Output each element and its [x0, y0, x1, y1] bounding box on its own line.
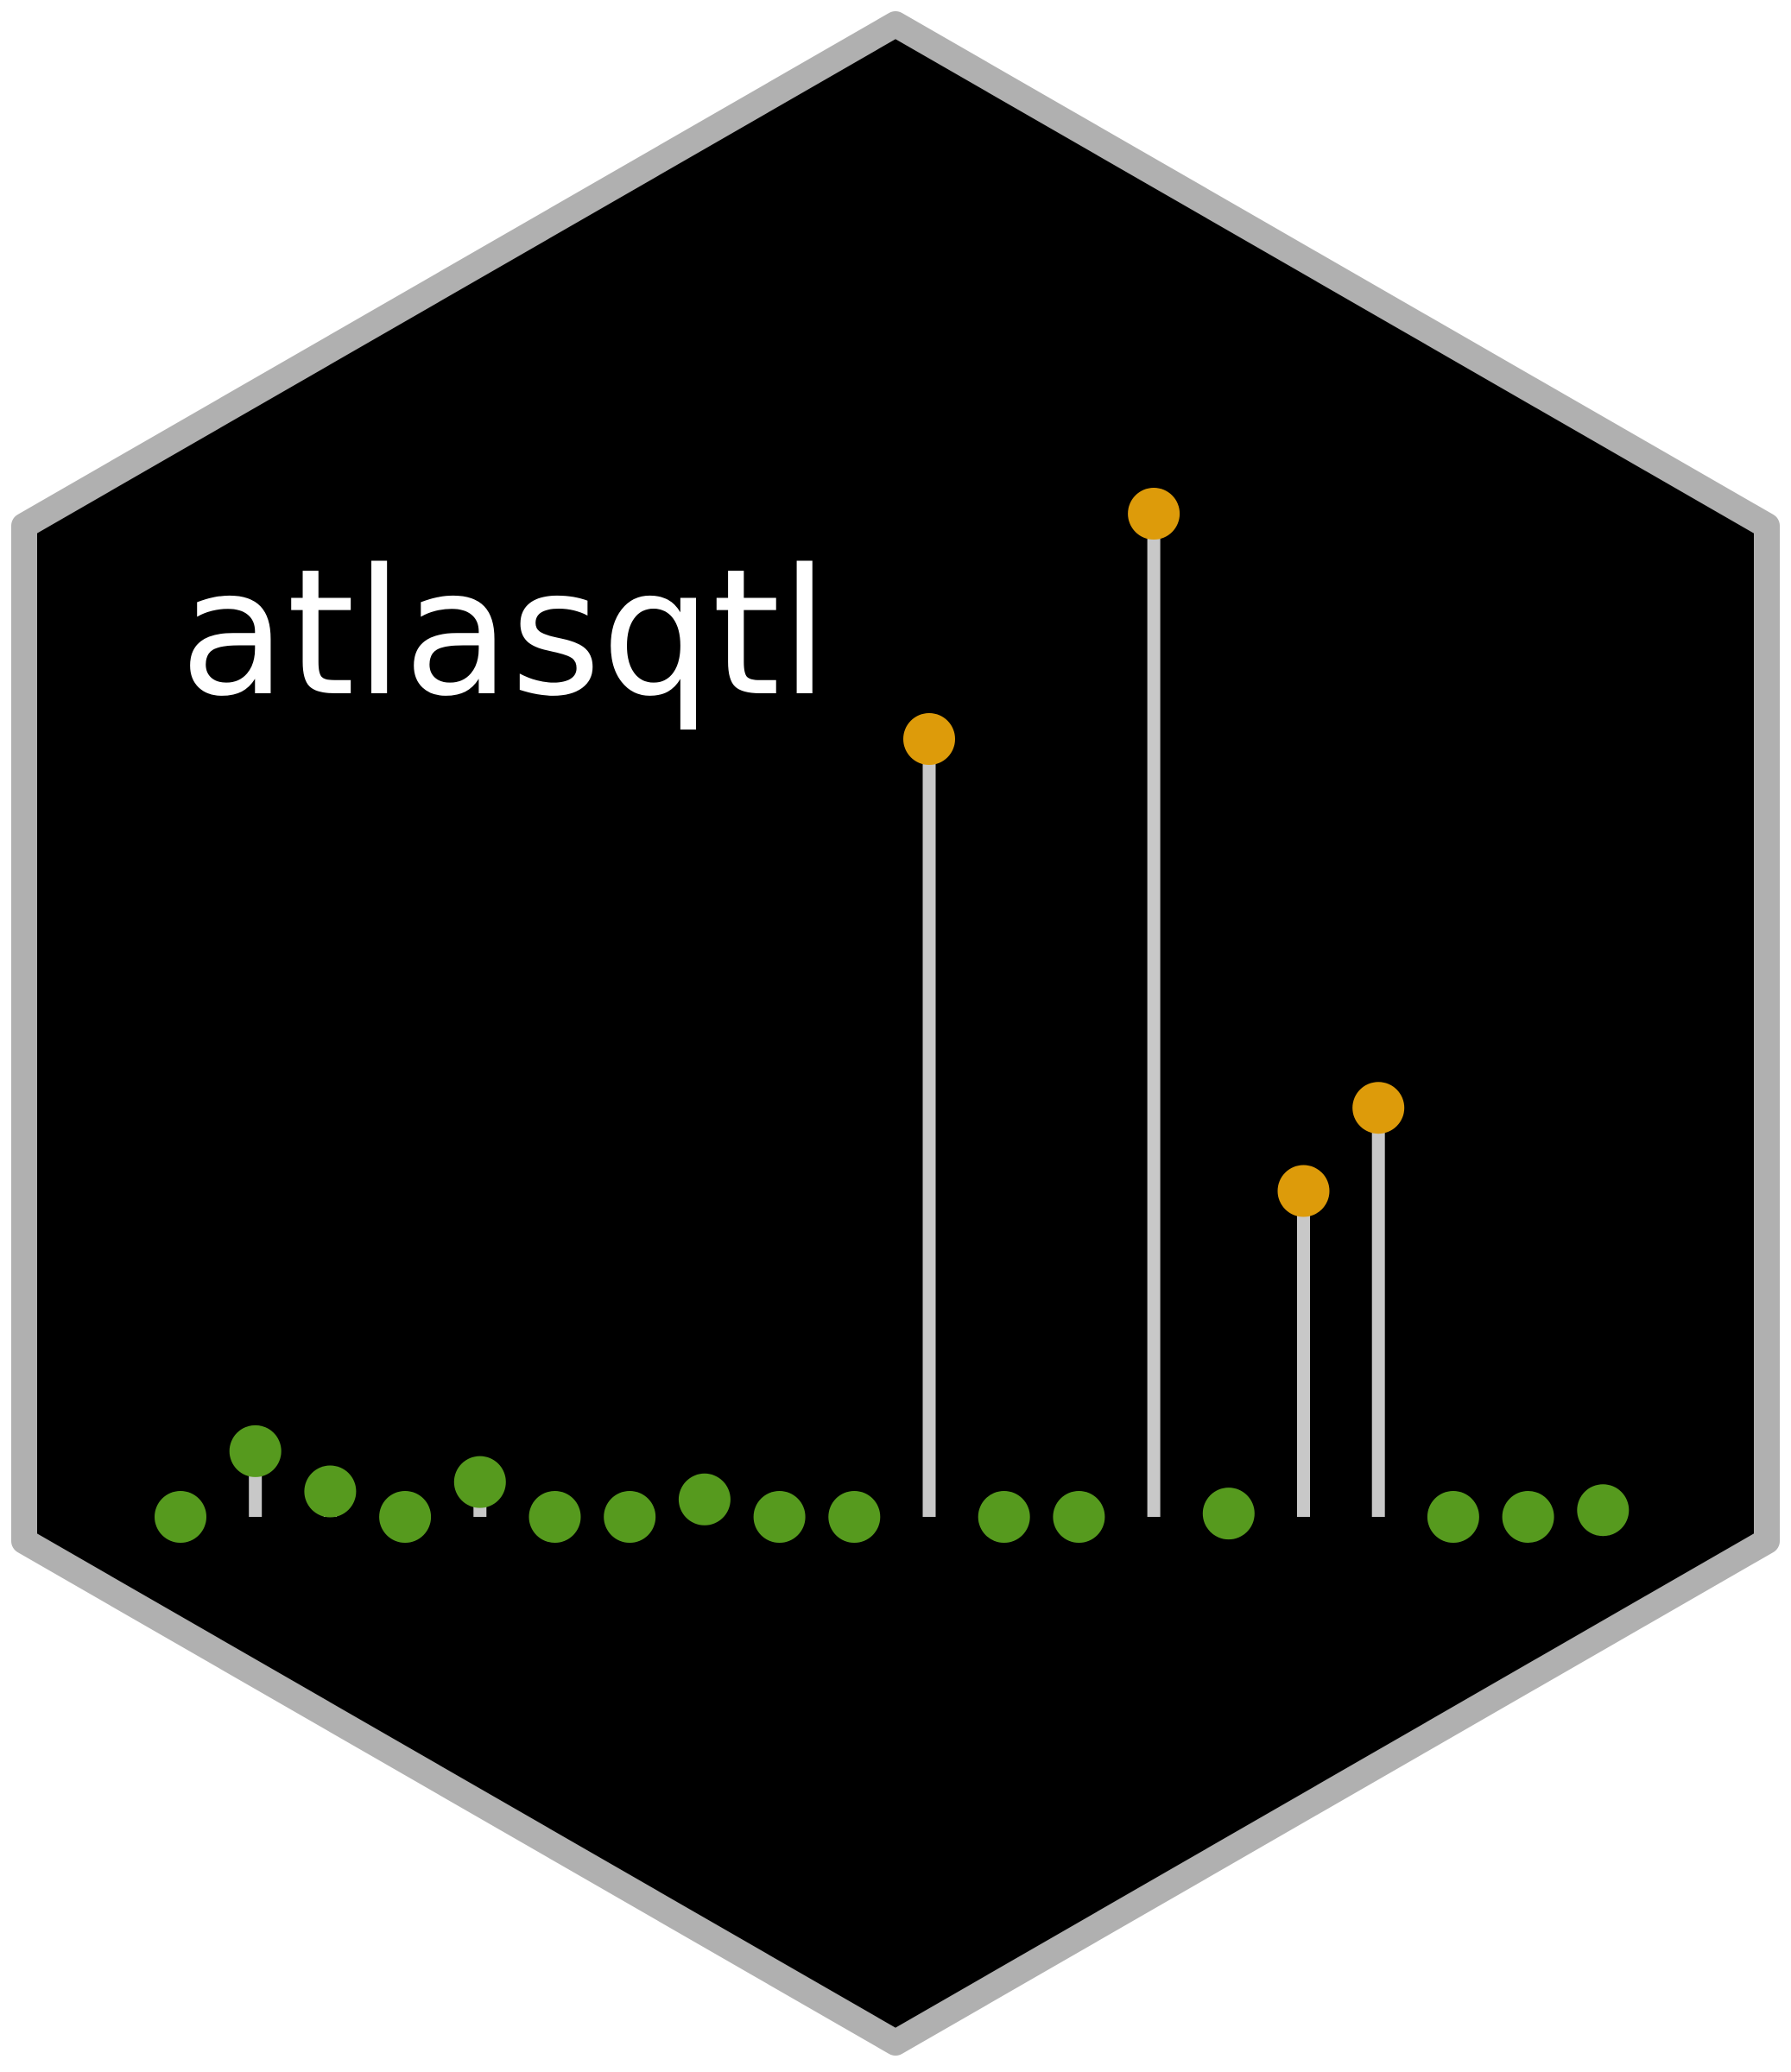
package-title: atlasqtl: [180, 531, 829, 735]
lollipop-point-minor: [1502, 1491, 1554, 1543]
lollipop-point-minor: [453, 1456, 506, 1508]
lollipop-point-minor: [304, 1465, 357, 1518]
lollipop-point-minor: [678, 1473, 731, 1526]
lollipop-point-major: [1128, 488, 1180, 540]
lollipop-point-minor: [1053, 1491, 1105, 1543]
lollipop-point-minor: [1427, 1491, 1479, 1543]
lollipop-point-major: [1352, 1082, 1405, 1134]
lollipop-point-minor: [604, 1491, 656, 1543]
lollipop-point-minor: [229, 1424, 282, 1477]
lollipop-point-major: [1277, 1165, 1330, 1217]
hexagon-shape: [11, 11, 1780, 2056]
lollipop-point-minor: [828, 1491, 881, 1543]
lollipop-chart: [155, 488, 1630, 1543]
lollipop-point-minor: [155, 1491, 206, 1543]
lollipop-point-minor: [978, 1491, 1030, 1543]
lollipop-point-minor: [1577, 1484, 1630, 1537]
lollipop-point-minor: [379, 1491, 432, 1543]
lollipop-point-minor: [1202, 1488, 1255, 1540]
lollipop-point-minor: [753, 1491, 806, 1543]
lollipop-point-major: [903, 712, 955, 765]
lollipop-point-minor: [528, 1491, 581, 1543]
